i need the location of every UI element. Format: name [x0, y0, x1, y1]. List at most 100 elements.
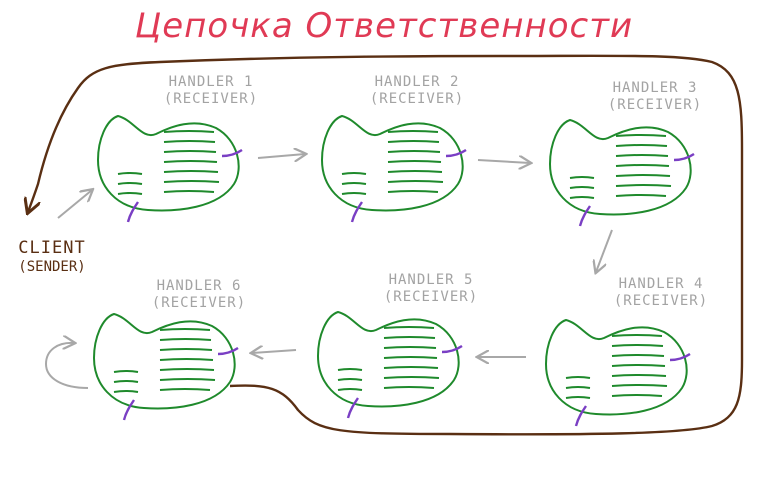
handler3-to-handler4-arrow — [596, 229, 613, 272]
handler-1-role: (RECEIVER) — [163, 91, 259, 107]
handler-1-label: HANDLER 1 (RECEIVER) — [136, 74, 286, 108]
cell-text-line — [615, 154, 669, 157]
cell-text-line — [387, 170, 443, 173]
cell-text-line — [159, 338, 212, 341]
cell-text-line — [569, 186, 595, 189]
cell-text-line — [615, 174, 671, 177]
cell-text-line — [163, 190, 215, 193]
cell-text-line — [611, 344, 664, 347]
handler-6-role: (RECEIVER) — [151, 295, 247, 311]
handler-5-role: (RECEIVER) — [383, 289, 479, 305]
cell-text-line — [383, 386, 435, 389]
input-connector — [346, 397, 359, 419]
output-connector — [217, 346, 239, 356]
cell-text-line — [163, 150, 217, 153]
client-to-handler1-arrow — [57, 190, 92, 219]
cell-text-line — [611, 364, 666, 367]
cell-outline — [544, 318, 688, 416]
output-connector — [441, 344, 463, 354]
handler-1-name: HANDLER 1 — [168, 74, 254, 90]
cell-text-line — [565, 396, 591, 399]
return-loop-path — [28, 54, 744, 436]
handler-6-cell — [92, 312, 239, 421]
cell-text-line — [163, 170, 219, 173]
handler-5-label: HANDLER 5 (RECEIVER) — [356, 272, 506, 306]
output-connector — [669, 352, 691, 362]
handler-1-cell — [96, 114, 243, 223]
cell-text-line — [383, 336, 436, 339]
cell-text-line — [387, 160, 442, 163]
handler-2-cell — [320, 114, 467, 223]
cell-text-line — [615, 184, 672, 187]
cell-text-line — [159, 348, 213, 351]
cell-outline — [96, 114, 240, 212]
cell-text-line — [565, 386, 591, 389]
cell-text-line — [569, 176, 595, 179]
handler-6-name: HANDLER 6 — [156, 278, 242, 294]
handler2-to-handler3-arrow — [477, 160, 530, 163]
cell-text-line — [159, 328, 211, 331]
diagram-title: Цепочка Ответственности — [134, 6, 634, 46]
handler-cells — [92, 114, 695, 427]
cell-text-line — [163, 160, 218, 163]
cell-text-line — [383, 356, 438, 359]
cell-text-line — [387, 130, 439, 133]
handler-6-label: HANDLER 6 (RECEIVER) — [124, 278, 274, 312]
cell-text-line — [615, 164, 670, 167]
handler-4-cell — [544, 318, 691, 427]
handler-2-label: HANDLER 2 (RECEIVER) — [342, 74, 492, 108]
handler-2-name: HANDLER 2 — [374, 74, 460, 90]
output-connector — [445, 148, 467, 158]
cell-text-line — [387, 150, 441, 153]
cell-text-line — [117, 172, 143, 175]
cell-text-line — [159, 378, 216, 381]
handler-5-name: HANDLER 5 — [388, 272, 474, 288]
handler1-to-handler2-arrow — [257, 154, 305, 158]
cell-text-line — [341, 182, 367, 185]
cell-outline — [320, 114, 464, 212]
cell-text-line — [383, 326, 435, 329]
cell-text-line — [387, 180, 444, 183]
cell-text-line — [159, 358, 214, 361]
output-connector — [221, 148, 243, 158]
handler5-to-handler6-arrow — [252, 350, 297, 353]
cell-text-line — [611, 374, 667, 377]
cell-text-line — [387, 190, 439, 193]
input-connector — [122, 399, 135, 421]
cell-text-line — [337, 368, 363, 371]
output-connector — [673, 152, 695, 162]
client-role: (SENDER) — [18, 259, 86, 275]
cell-text-line — [569, 196, 595, 199]
handler-3-cell — [548, 118, 695, 227]
input-connector — [126, 201, 139, 223]
handler-2-role: (RECEIVER) — [369, 91, 465, 107]
cell-text-line — [615, 194, 667, 197]
handler-3-label: HANDLER 3 (RECEIVER) — [580, 80, 730, 114]
cell-outline — [92, 312, 236, 410]
cell-text-line — [615, 134, 667, 137]
cell-text-line — [163, 180, 220, 183]
cell-text-line — [387, 140, 440, 143]
cell-text-line — [615, 144, 668, 147]
cell-text-line — [565, 376, 591, 379]
cell-text-line — [113, 380, 139, 383]
handler-4-label: HANDLER 4 (RECEIVER) — [586, 276, 736, 310]
cell-text-line — [163, 140, 216, 143]
input-connector — [578, 205, 591, 227]
cell-text-line — [117, 182, 143, 185]
cell-text-line — [611, 334, 663, 337]
cell-text-line — [383, 376, 440, 379]
cell-text-line — [611, 394, 663, 397]
input-connector — [350, 201, 363, 223]
cell-text-line — [611, 384, 668, 387]
cell-text-line — [383, 346, 437, 349]
cell-outline — [548, 118, 692, 216]
cell-text-line — [341, 172, 367, 175]
handler-5-cell — [316, 310, 463, 419]
cell-text-line — [337, 378, 363, 381]
input-connector — [574, 405, 587, 427]
cell-text-line — [383, 366, 439, 369]
cell-text-line — [611, 354, 665, 357]
cell-text-line — [341, 192, 367, 195]
